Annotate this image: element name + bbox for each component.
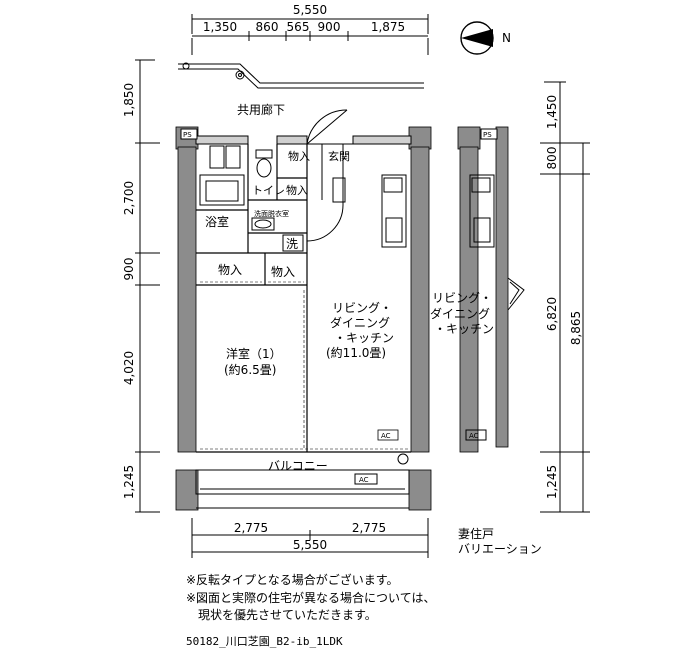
storage-label-1: 物入: [218, 263, 242, 277]
right-total-dim: 8,865: [569, 311, 583, 345]
ac-label: AC: [381, 432, 391, 440]
ldk-line-3: ・キッチン: [334, 331, 394, 345]
western-line-2: (約6.5畳): [224, 362, 276, 377]
top-dimensions: [191, 14, 429, 55]
top-dim-3: 565: [287, 20, 310, 34]
bottom-dim-2: 2,775: [352, 521, 386, 535]
variation-plan: PS AC: [457, 126, 525, 453]
note-3: 現状を優先させていただきます。: [198, 608, 377, 622]
ldk-line-1: リビング・: [332, 301, 392, 315]
western-line-1: 洋室（1）: [226, 346, 282, 361]
right-dim-1: 1,450: [545, 95, 559, 129]
right-dim-4: 1,245: [545, 465, 559, 499]
balcony-ac-label: AC: [359, 476, 369, 484]
entrance-label: 玄関: [328, 149, 350, 163]
variation-ps-label: PS: [483, 131, 492, 139]
top-dim-2: 860: [256, 20, 279, 34]
washroom-label: 洗面脱衣室: [254, 209, 289, 218]
closet-label-2: 物入: [286, 183, 308, 197]
right-dim-3: 6,820: [545, 297, 559, 331]
top-dim-4: 900: [318, 20, 341, 34]
bath-label: 浴室: [205, 214, 229, 229]
right-dim-2: 800: [545, 147, 559, 170]
corridor-railing: [178, 62, 424, 89]
bottom-dim-1: 2,775: [234, 521, 268, 535]
main-plan: AC AC PS: [175, 109, 432, 511]
top-total-dim: 5,550: [293, 3, 327, 17]
bottom-dimensions: [191, 518, 429, 558]
note-1: ※反転タイプとなる場合がございます。: [186, 572, 399, 587]
balcony-label: バルコニー: [268, 459, 328, 473]
top-dim-1: 1,350: [203, 20, 237, 34]
right-dimensions: [540, 81, 590, 513]
left-dim-5: 1,245: [122, 465, 136, 499]
storage-label-2: 物入: [271, 265, 295, 279]
variation-subtitle: バリエーション: [458, 542, 542, 556]
ps-label: PS: [183, 131, 192, 139]
ldk-line-4: (約11.0畳): [326, 345, 386, 360]
left-dim-1: 1,850: [122, 83, 136, 117]
compass-north-label: N: [502, 31, 511, 45]
corridor-label: 共用廊下: [237, 102, 285, 117]
compass-icon: N: [460, 21, 511, 55]
variation-ldk-line-3: ・キッチン: [434, 322, 494, 336]
variation-ldk-line-2: ダイニング: [430, 306, 490, 321]
left-dim-3: 900: [122, 258, 136, 281]
variation-title: 妻住戸: [458, 527, 494, 541]
plan-code: 50182_川口芝園_B2-ib_1LDK: [186, 635, 343, 648]
left-dim-4: 4,020: [122, 351, 136, 385]
top-dim-5: 1,875: [371, 20, 405, 34]
variation-ldk-line-1: リビング・: [432, 291, 492, 305]
bottom-total-dim: 5,550: [293, 538, 327, 552]
ldk-line-2: ダイニング: [330, 315, 390, 330]
closet-label-1: 物入: [288, 149, 310, 163]
left-dimensions: [135, 59, 160, 513]
washer-label: 洗: [286, 237, 298, 251]
variation-ac-label: AC: [469, 432, 479, 440]
toilet-label: トイレ: [252, 184, 285, 197]
note-2: ※図面と実際の住宅が異なる場合については、: [186, 590, 435, 605]
left-dim-2: 2,700: [122, 181, 136, 215]
